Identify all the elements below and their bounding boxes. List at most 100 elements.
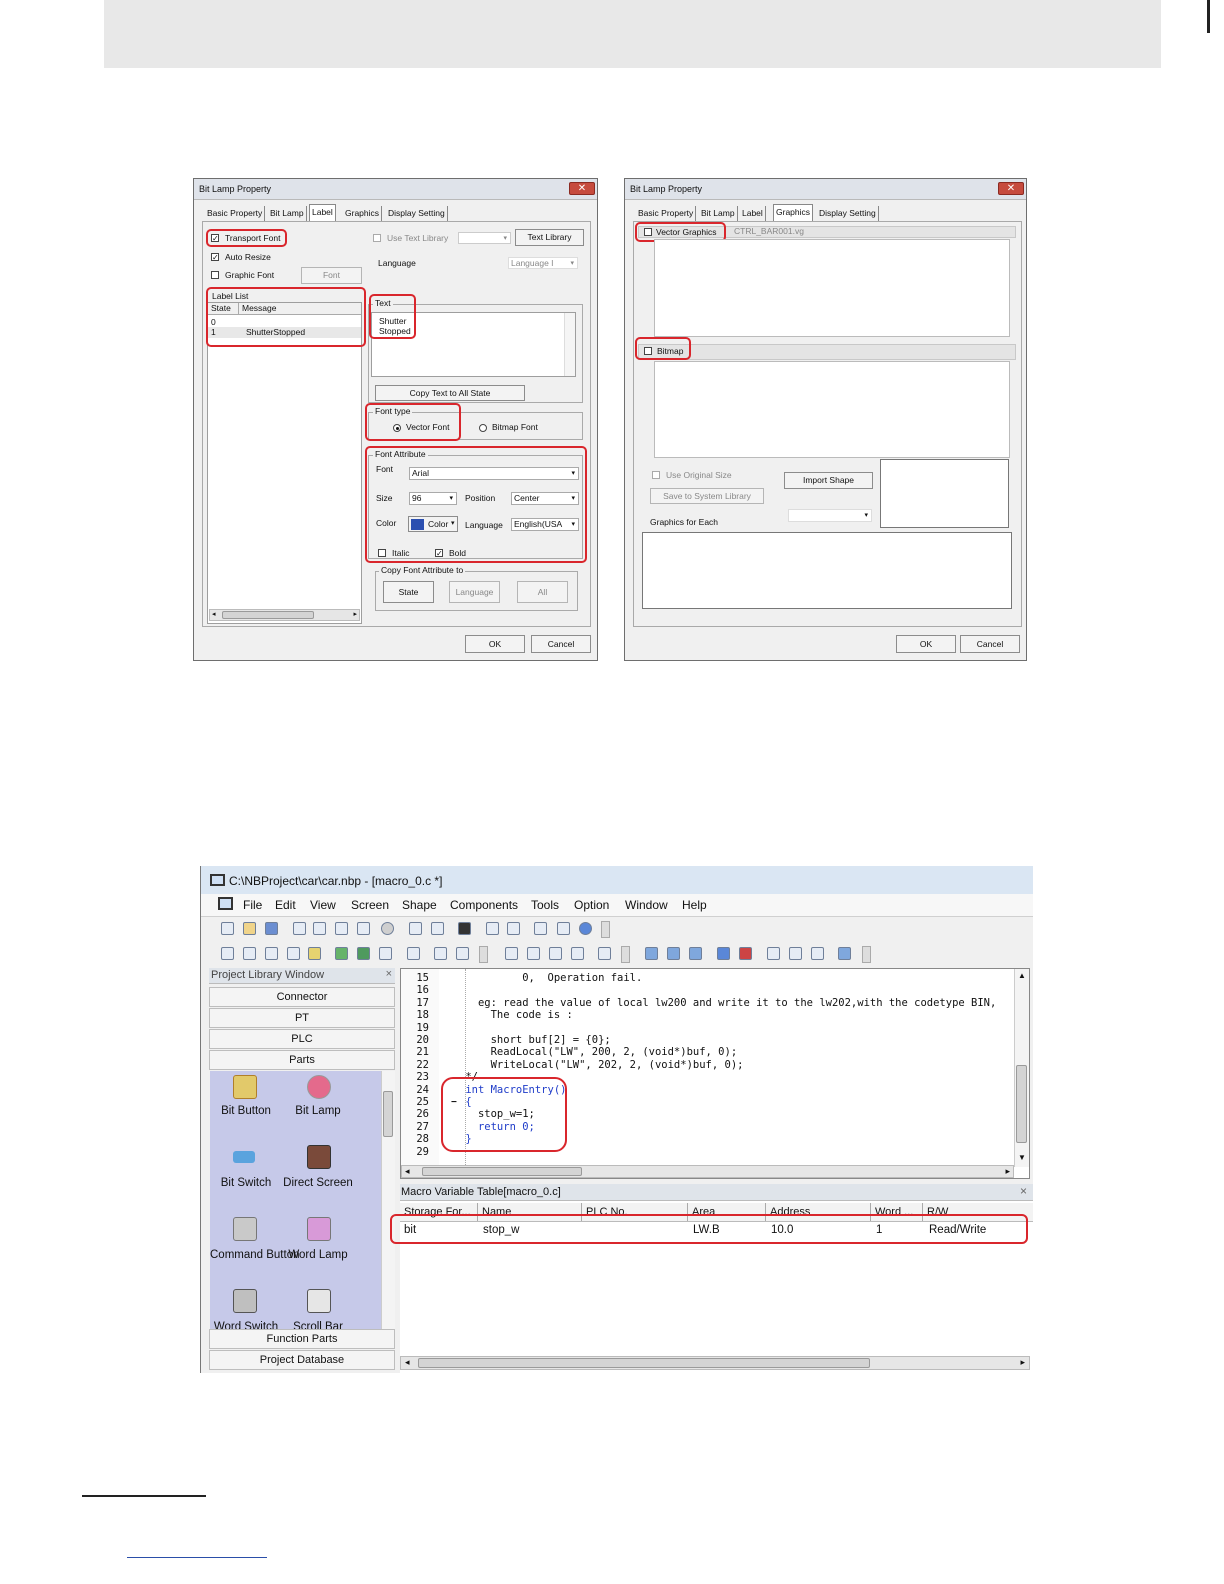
- picture-icon[interactable]: [335, 947, 348, 960]
- section-function-parts[interactable]: Function Parts: [209, 1329, 395, 1349]
- bitmap-font-radio[interactable]: [479, 424, 487, 432]
- document-icon[interactable]: [218, 897, 233, 910]
- copy-all-button[interactable]: All: [517, 581, 568, 603]
- cancel-button[interactable]: Cancel: [960, 635, 1020, 653]
- menu-option[interactable]: Option: [574, 898, 610, 912]
- graphic-font-checkbox[interactable]: [211, 271, 219, 279]
- text-vscroll[interactable]: [564, 313, 575, 376]
- italic-checkbox[interactable]: [378, 549, 386, 557]
- transport-font-checkbox[interactable]: ✓: [211, 234, 219, 243]
- tab-display-setting[interactable]: Display Setting: [817, 206, 879, 221]
- tab-label[interactable]: Label: [309, 204, 336, 222]
- bring-front-icon[interactable]: [505, 947, 518, 960]
- new-icon[interactable]: [221, 922, 234, 935]
- scroll-right-icon[interactable]: ▸: [1020, 1357, 1025, 1367]
- screen-list-icon[interactable]: [811, 947, 824, 960]
- font-button[interactable]: Font: [301, 267, 362, 284]
- copy-text-to-all-state-button[interactable]: Copy Text to All State: [375, 385, 525, 401]
- graphics-for-each-combo[interactable]: ▾: [788, 509, 872, 522]
- section-connector[interactable]: Connector: [209, 987, 395, 1007]
- align-left-icon[interactable]: [645, 947, 658, 960]
- font-combo[interactable]: Arial▾: [409, 467, 579, 480]
- align-center-icon[interactable]: [667, 947, 680, 960]
- tab-bit-lamp[interactable]: Bit Lamp: [268, 206, 307, 221]
- lamp-icon[interactable]: [308, 947, 321, 960]
- section-project-database[interactable]: Project Database: [209, 1350, 395, 1370]
- scroll-thumb[interactable]: [1016, 1065, 1027, 1143]
- scroll-left-icon[interactable]: ◂: [405, 1166, 410, 1176]
- color-button[interactable]: Color ▾: [408, 516, 458, 532]
- tool-icon[interactable]: [456, 947, 469, 960]
- cancel-button[interactable]: Cancel: [531, 635, 591, 653]
- toolbar-overflow[interactable]: [601, 921, 610, 938]
- print-icon[interactable]: [507, 922, 520, 935]
- scroll-thumb[interactable]: [383, 1091, 393, 1137]
- code-vscroll[interactable]: ▲ ▼: [1014, 969, 1029, 1167]
- paste-icon[interactable]: [335, 922, 348, 935]
- close-icon[interactable]: ×: [385, 968, 392, 980]
- collapse-marker[interactable]: −: [451, 1097, 457, 1108]
- scroll-left-icon[interactable]: ◂: [212, 611, 216, 618]
- size-combo[interactable]: 96▾: [409, 492, 457, 505]
- section-parts[interactable]: Parts: [209, 1050, 395, 1070]
- transfer-icon[interactable]: [838, 947, 851, 960]
- grid-icon[interactable]: [243, 947, 256, 960]
- redo-icon[interactable]: [409, 922, 422, 935]
- ok-button[interactable]: OK: [896, 635, 956, 653]
- vector-graphics-checkbox[interactable]: [644, 228, 652, 236]
- position-combo[interactable]: Center▾: [511, 492, 579, 505]
- bit-button-icon[interactable]: [233, 1075, 257, 1099]
- use-original-size-checkbox[interactable]: [652, 471, 660, 479]
- send-back-icon[interactable]: [527, 947, 540, 960]
- menu-view[interactable]: View: [310, 898, 336, 912]
- scroll-left-icon[interactable]: ◂: [405, 1357, 410, 1367]
- bit-lamp-icon[interactable]: [307, 1075, 331, 1099]
- menu-window[interactable]: Window: [625, 898, 668, 912]
- align-right-icon[interactable]: [689, 947, 702, 960]
- menu-screen[interactable]: Screen: [351, 898, 390, 912]
- part-command-button[interactable]: Command Button: [210, 1249, 300, 1261]
- align-icon[interactable]: [221, 947, 234, 960]
- table-hscroll[interactable]: ◂ ▸: [400, 1356, 1030, 1370]
- save-to-system-library-button[interactable]: Save to System Library: [650, 488, 764, 504]
- menu-help[interactable]: Help: [682, 898, 707, 912]
- simulate-icon[interactable]: [739, 947, 752, 960]
- close-icon[interactable]: ✕: [569, 182, 595, 195]
- close-icon[interactable]: ×: [1019, 1184, 1027, 1198]
- scroll-right-icon[interactable]: ▸: [353, 611, 357, 618]
- parts-vscroll[interactable]: [381, 1071, 395, 1329]
- menu-components[interactable]: Components: [450, 898, 519, 912]
- screen-icon[interactable]: [534, 922, 547, 935]
- scroll-thumb[interactable]: [422, 1167, 582, 1176]
- question-icon[interactable]: [287, 947, 300, 960]
- toolbar-overflow[interactable]: [621, 946, 630, 963]
- import-shape-button[interactable]: Import Shape: [784, 472, 873, 489]
- word-switch-icon[interactable]: [233, 1289, 257, 1313]
- help-icon[interactable]: [579, 922, 592, 935]
- tab-bit-lamp[interactable]: Bit Lamp: [699, 206, 738, 221]
- tab-label[interactable]: Label: [740, 206, 766, 221]
- compile-icon[interactable]: [598, 947, 611, 960]
- copy-language-button[interactable]: Language: [449, 581, 500, 603]
- table-row-selected[interactable]: [208, 327, 361, 338]
- text-edit-area[interactable]: Shutter Stopped: [371, 312, 576, 377]
- select-icon[interactable]: [557, 922, 570, 935]
- tab-graphics[interactable]: Graphics: [343, 206, 383, 221]
- scroll-bar-icon[interactable]: [307, 1289, 331, 1313]
- label-list-hscroll[interactable]: ◂ ▸: [209, 609, 360, 621]
- menu-tools[interactable]: Tools: [531, 898, 560, 912]
- online-icon[interactable]: [767, 947, 780, 960]
- part-direct-screen[interactable]: Direct Screen: [283, 1177, 353, 1189]
- close-icon[interactable]: ✕: [998, 182, 1024, 195]
- page-icon[interactable]: [434, 947, 447, 960]
- undo-icon[interactable]: [431, 922, 444, 935]
- menu-edit[interactable]: Edit: [275, 898, 296, 912]
- part-bit-lamp[interactable]: Bit Lamp: [295, 1105, 341, 1117]
- tab-graphics[interactable]: Graphics: [773, 204, 814, 222]
- bit-switch-icon[interactable]: [233, 1151, 255, 1163]
- scroll-right-icon[interactable]: ▸: [1005, 1166, 1010, 1176]
- find-icon[interactable]: [458, 922, 471, 935]
- language2-combo[interactable]: English(USA▾: [511, 518, 579, 531]
- duplicate-icon[interactable]: [357, 922, 370, 935]
- tab-basic-property[interactable]: Basic Property: [636, 206, 697, 221]
